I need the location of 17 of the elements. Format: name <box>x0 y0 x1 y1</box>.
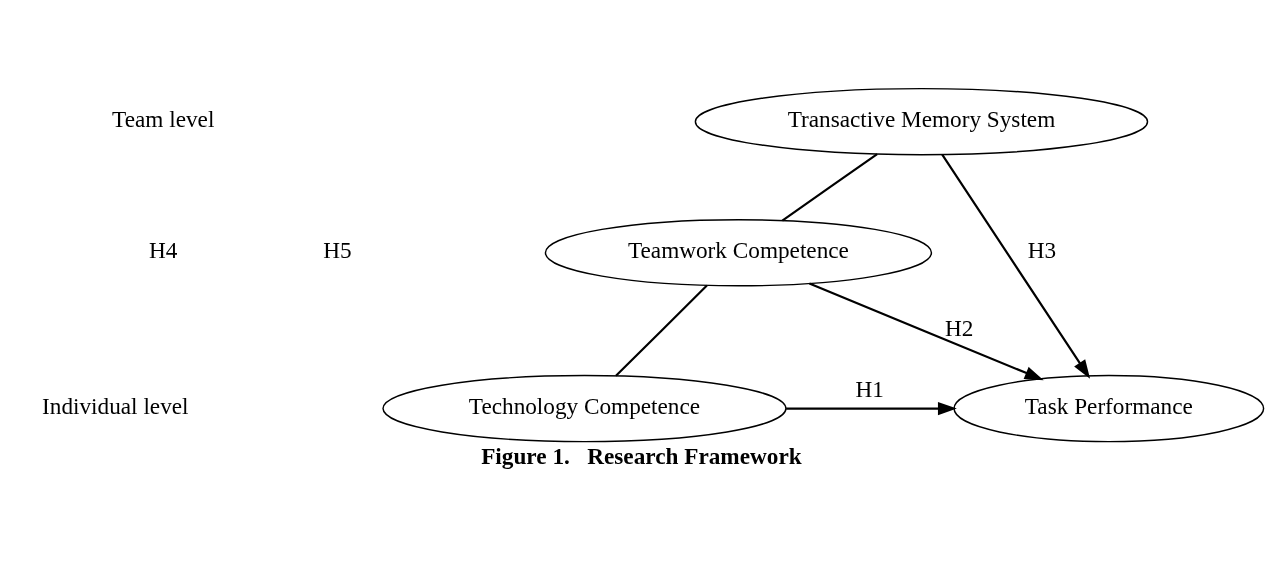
arrow <box>809 282 1044 380</box>
edge-label: H3 <box>1027 236 1057 263</box>
node-ellipse: Teamwork Competence <box>544 218 933 287</box>
label: H4 <box>149 236 178 263</box>
connector <box>781 152 878 221</box>
arrow <box>941 153 1091 379</box>
label: Team level <box>112 105 215 132</box>
label: H5 <box>323 236 352 263</box>
node-ellipse: Task Performance <box>953 374 1265 442</box>
caption: Figure 1. Research Framework <box>481 442 802 469</box>
edge-label: H2 <box>945 314 974 341</box>
edge-label: H1 <box>855 375 884 402</box>
connector <box>615 284 708 377</box>
label: Individual level <box>42 392 189 419</box>
node-ellipse: Transactive Memory System <box>694 87 1149 155</box>
node-ellipse: Technology Competence <box>382 374 787 442</box>
arrow <box>786 401 957 415</box>
